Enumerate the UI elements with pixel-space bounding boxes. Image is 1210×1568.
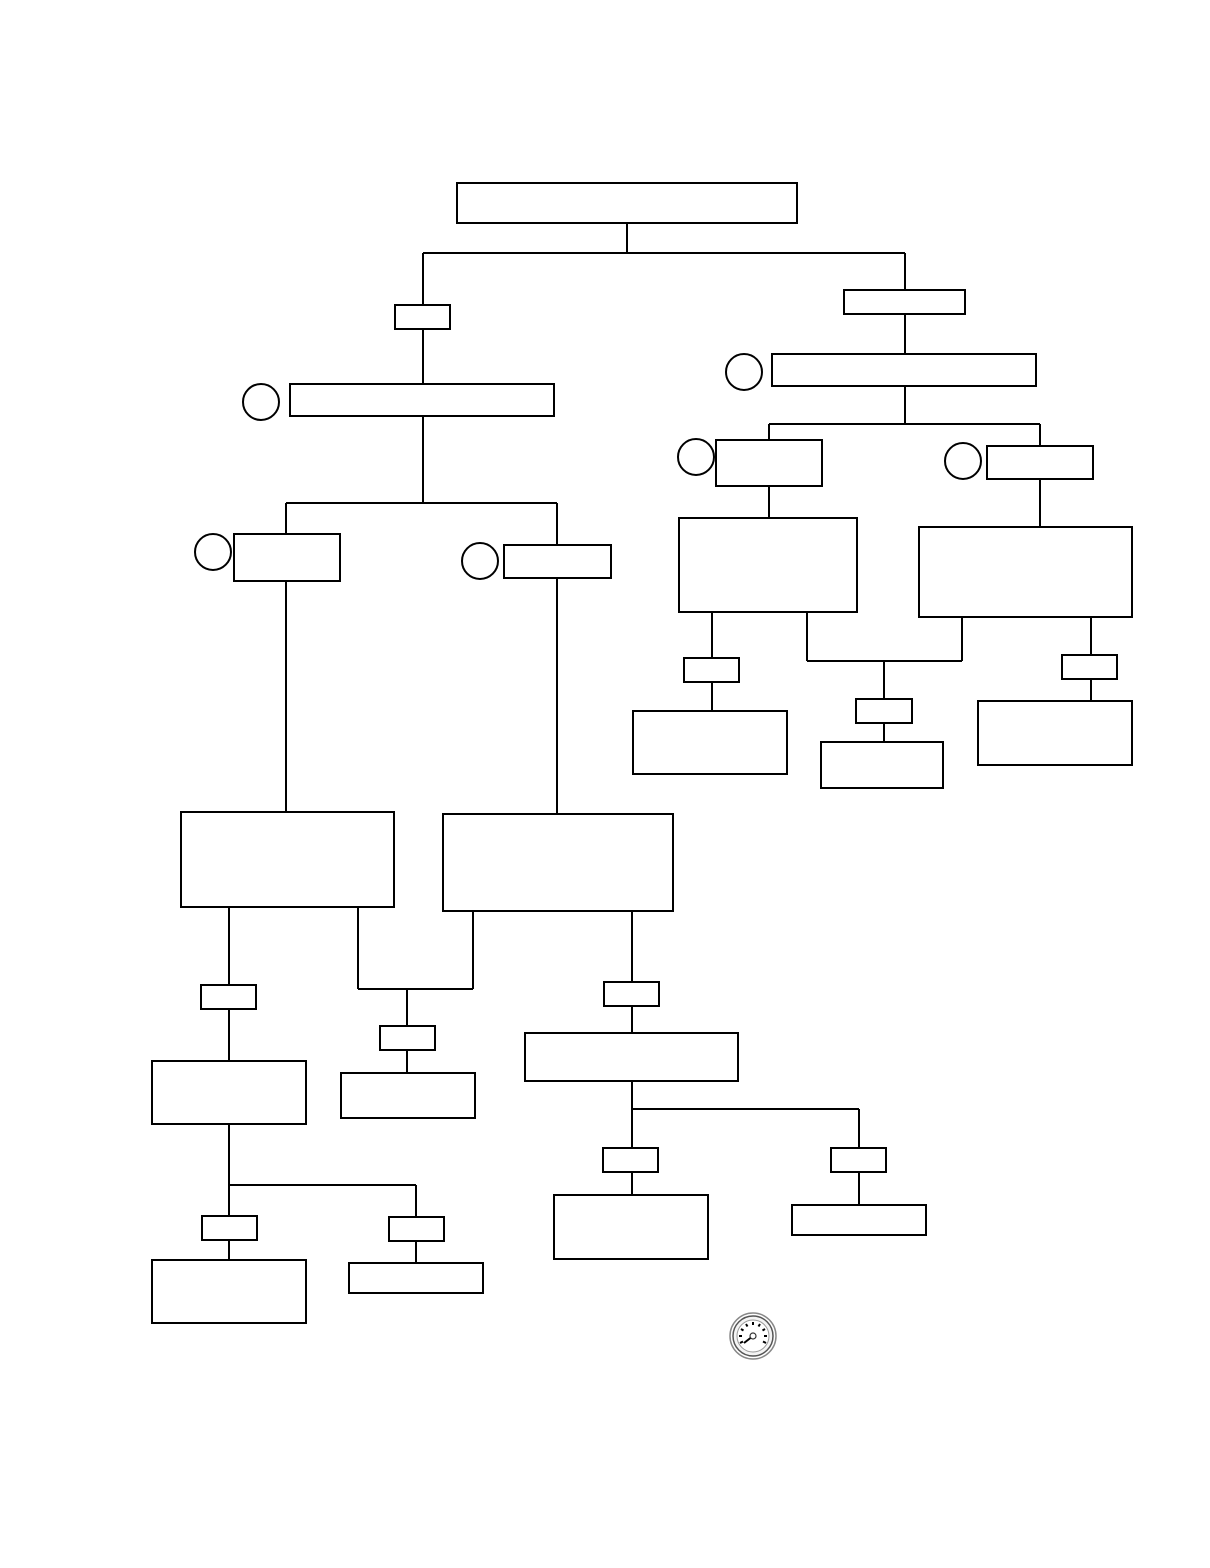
right-result-box-c	[977, 700, 1133, 766]
right-small-label-box-b	[855, 698, 913, 724]
root-box	[456, 182, 798, 224]
right-level3-box-b	[986, 445, 1094, 480]
left-level3-box-b	[503, 544, 612, 579]
right-result-box-b	[820, 741, 944, 789]
circle-marker	[242, 383, 280, 421]
right-result-box-a	[632, 710, 788, 775]
bottom-left-label-box-a	[201, 1215, 258, 1241]
left-small-label-box	[200, 984, 257, 1010]
center-sub-label-box-a	[602, 1147, 659, 1173]
left-connector-label-box	[394, 304, 451, 330]
circle-markers	[194, 353, 982, 580]
circle-marker	[461, 542, 499, 580]
center-sub-label-box-b	[830, 1147, 887, 1173]
right-small-label-box-a	[683, 657, 740, 683]
center-sub-result-box-b	[791, 1204, 927, 1236]
circle-marker	[677, 438, 715, 476]
bottom-left-result-box-b	[348, 1262, 484, 1294]
left-result-box	[151, 1060, 307, 1125]
bottom-left-result-box-a	[151, 1259, 307, 1324]
right-level2-box	[771, 353, 1037, 387]
circle-marker	[944, 442, 982, 480]
right-big-box-b	[918, 526, 1133, 618]
connector-lines	[228, 223, 1092, 1263]
left-level2-box	[289, 383, 555, 417]
circle-marker	[194, 533, 232, 571]
center-small-label-box	[603, 981, 660, 1007]
circle-marker	[725, 353, 763, 391]
right-big-box-a	[678, 517, 858, 613]
right-level3-box-a	[715, 439, 823, 487]
merge-small-label-box	[379, 1025, 436, 1051]
left-big-box	[180, 811, 395, 908]
merge-result-box	[340, 1072, 476, 1119]
left-level3-box-a	[233, 533, 341, 582]
center-big-box	[442, 813, 674, 912]
center-wide-box	[524, 1032, 739, 1082]
right-small-label-box-c	[1061, 654, 1118, 680]
right-connector-label-box	[843, 289, 966, 315]
speedometer-gauge-icon	[729, 1312, 777, 1360]
center-sub-result-box-a	[553, 1194, 709, 1260]
bottom-left-label-box-b	[388, 1216, 445, 1242]
